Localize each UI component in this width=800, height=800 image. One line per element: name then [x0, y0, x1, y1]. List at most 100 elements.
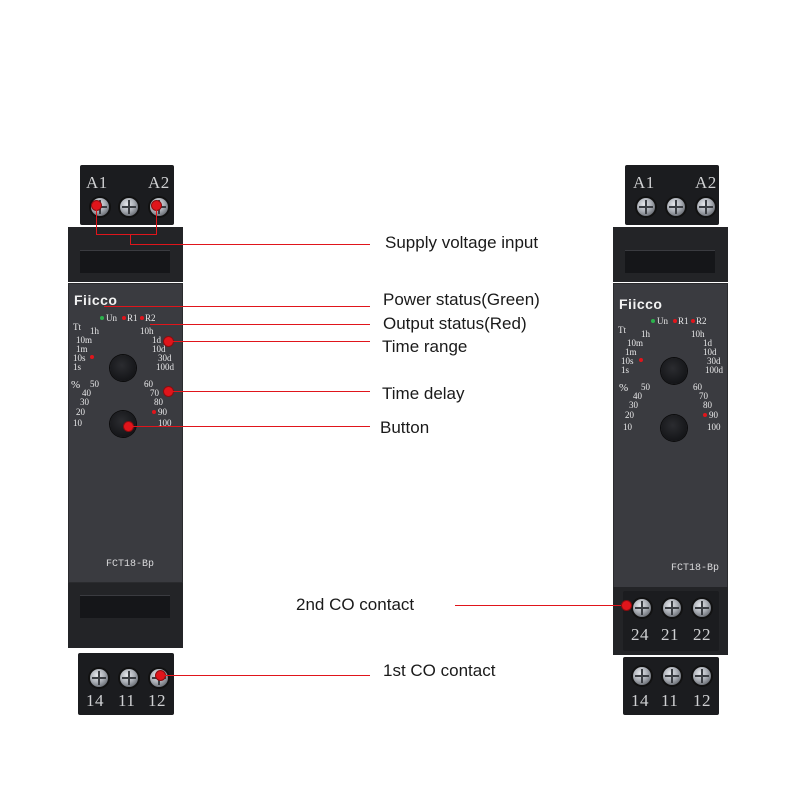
screw-14 — [633, 667, 651, 685]
td-20: 20 — [76, 407, 85, 417]
label-time-range: Time range — [382, 337, 468, 356]
screw-middle — [120, 198, 138, 216]
upper-slot — [625, 250, 715, 273]
relay-right: A1 A2 Fiicco Un R1 R2 Tt 1h 10h 10m 1d 1… — [613, 165, 728, 720]
time-symbol: Tt — [618, 325, 626, 335]
terminal-label-a2: A2 — [148, 173, 170, 192]
screw-middle — [667, 198, 685, 216]
supply-line-a2 — [156, 210, 157, 234]
label-r1: R1 — [678, 316, 689, 326]
terminal-label-12: 12 — [148, 691, 166, 710]
screw-a2 — [697, 198, 715, 216]
td-30: 30 — [629, 400, 638, 410]
label-un: Un — [106, 313, 117, 323]
time-delay-knob[interactable] — [661, 415, 687, 441]
label-1st-co-contact: 1st CO contact — [383, 661, 496, 680]
terminal-label-21: 21 — [661, 625, 679, 644]
tr-1h: 1h — [641, 329, 650, 339]
led-r1 — [673, 319, 677, 323]
led-un — [100, 316, 104, 320]
label-output-status: Output status(Red) — [383, 314, 527, 333]
brand-logo: Fiicco — [74, 292, 118, 308]
terminal-label-a2: A2 — [695, 173, 717, 192]
tr-1m: 1m — [76, 344, 88, 354]
screw-12 — [693, 667, 711, 685]
screw-11 — [120, 669, 138, 687]
co1-line — [164, 675, 370, 676]
time-range-red-dot — [639, 358, 643, 362]
output-line — [150, 324, 370, 325]
model-label: FCT18-Bp — [671, 563, 720, 574]
tr-100d: 100d — [705, 365, 723, 375]
td-80: 80 — [154, 397, 163, 407]
screw-21 — [663, 599, 681, 617]
led-r2 — [691, 319, 695, 323]
td-50: 50 — [641, 382, 650, 392]
terminal-label-11: 11 — [118, 691, 136, 710]
terminal-label-24: 24 — [631, 625, 649, 644]
power-line — [104, 306, 370, 307]
relay-left: A1 A2 Fiicco Un R1 R2 Tt 1h 10h 10m 1d 1… — [68, 165, 183, 720]
tr-30d: 30d — [158, 353, 172, 363]
tr-10d: 10d — [152, 344, 166, 354]
tr-10d: 10d — [703, 347, 717, 357]
td-70: 70 — [150, 388, 159, 398]
time-range-red-dot — [90, 355, 94, 359]
supply-line-join — [96, 234, 157, 235]
td-20: 20 — [625, 410, 634, 420]
screw-24 — [633, 599, 651, 617]
tr-30d: 30d — [707, 356, 721, 366]
time-range-knob[interactable] — [661, 358, 687, 384]
tr-1m: 1m — [625, 347, 637, 357]
label-supply-voltage: Supply voltage input — [385, 233, 539, 252]
td-90: 90 — [709, 410, 718, 420]
terminal-label-11: 11 — [661, 691, 679, 710]
percent-symbol: % — [71, 379, 81, 391]
time-range-knob[interactable] — [110, 355, 136, 381]
terminal-label-12: 12 — [693, 691, 711, 710]
tr-1d: 1d — [703, 338, 712, 348]
label-button: Button — [380, 418, 430, 437]
led-r2 — [140, 316, 144, 320]
model-label: FCT18-Bp — [106, 559, 155, 570]
screw-14 — [90, 669, 108, 687]
terminal-label-22: 22 — [693, 625, 711, 644]
lower-slot — [80, 595, 170, 618]
terminal-label-14: 14 — [86, 691, 104, 710]
percent-symbol: % — [619, 382, 629, 394]
co2-line — [455, 605, 625, 606]
td-40: 40 — [633, 391, 642, 401]
tr-10s: 10s — [73, 353, 86, 363]
td-40: 40 — [82, 388, 91, 398]
time-delay-dot — [164, 387, 173, 396]
time-delay-red-dot — [152, 410, 156, 414]
supply-line-a1 — [96, 210, 97, 234]
td-10: 10 — [73, 418, 82, 428]
time-delay-line — [172, 391, 370, 392]
supply-dot-a1 — [92, 201, 101, 210]
button-line — [132, 426, 370, 427]
tr-10s: 10s — [621, 356, 634, 366]
supply-line-down — [130, 234, 131, 244]
tr-100d: 100d — [156, 362, 174, 372]
terminal-label-14: 14 — [631, 691, 649, 710]
supply-line-out — [130, 244, 370, 245]
time-range-dot — [164, 337, 173, 346]
time-delay-red-dot — [703, 413, 707, 417]
td-80: 80 — [703, 400, 712, 410]
tr-1s: 1s — [621, 365, 630, 375]
screw-22 — [693, 599, 711, 617]
led-un — [651, 319, 655, 323]
label-time-delay: Time delay — [382, 384, 465, 403]
terminal-label-a1: A1 — [86, 173, 108, 192]
label-r2: R2 — [696, 316, 707, 326]
td-30: 30 — [80, 397, 89, 407]
brand-logo: Fiicco — [619, 296, 663, 312]
tr-10h: 10h — [691, 329, 705, 339]
co1-dot — [156, 671, 165, 680]
led-r1 — [122, 316, 126, 320]
upper-slot — [80, 250, 170, 273]
label-2nd-co-contact: 2nd CO contact — [296, 595, 415, 614]
time-symbol: Tt — [73, 322, 81, 332]
td-70: 70 — [699, 391, 708, 401]
